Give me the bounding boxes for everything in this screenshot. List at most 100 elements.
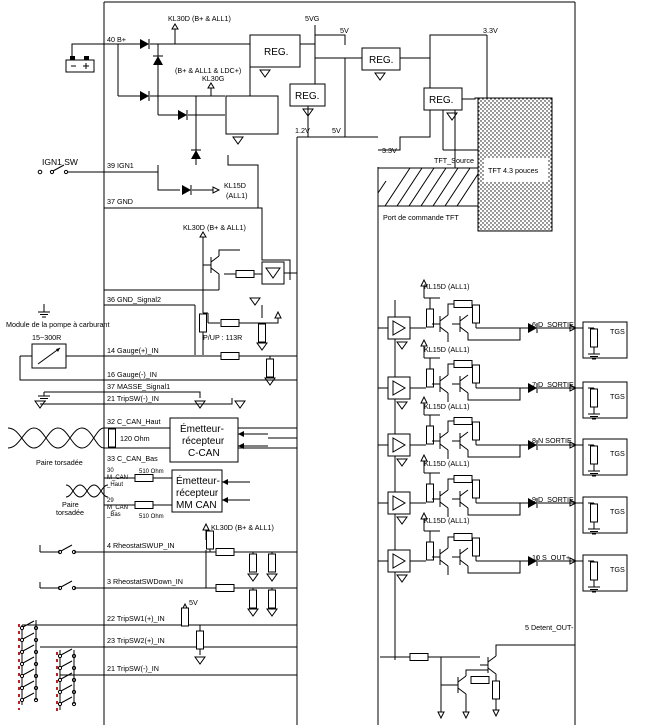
label-tft-source: TFT_Source xyxy=(434,156,474,165)
label-c-can-haut: 32 C_CAN_Haut xyxy=(107,417,161,426)
driver-5-load-resistor xyxy=(453,533,473,541)
mmcan-box-line-3: MM CAN xyxy=(176,500,217,511)
driver-3-pullup-resistor xyxy=(472,421,480,441)
label-out-6: 6 D_SORTIE xyxy=(532,320,574,329)
driver-4-connector-arrow xyxy=(569,499,578,507)
label-gnd-pin: 37 GND xyxy=(107,197,133,206)
label-5v-top: 5V xyxy=(340,26,349,35)
label-kl30d-mid: KL30D (B+ & ALL1) xyxy=(183,223,246,232)
label-kl15d-4: KL15D (ALL1) xyxy=(424,459,470,468)
label-tgs-4: TGS xyxy=(610,507,625,516)
driver-1-transistor-b xyxy=(451,314,469,334)
label-ldc: (B+ & ALL1 & LDC+) xyxy=(175,66,241,75)
driver-5-pullup-resistor xyxy=(472,537,480,557)
diagram-labels: 40 B+ KL30D (B+ & ALL1) 5VG 5V 3.3V REG.… xyxy=(6,14,625,673)
mmcan-box-line-2: récepteur xyxy=(176,488,219,499)
fuel-gauge-circuit xyxy=(19,304,297,409)
driver-4-amplifier xyxy=(387,491,411,515)
driver-3-transistor-b xyxy=(451,431,469,451)
driver-5-amplifier xyxy=(387,549,411,573)
driver-2-output-wire xyxy=(467,388,521,401)
label-gauge-plus: 14 Gauge(+)_IN xyxy=(107,346,159,355)
driver-1-load-resistor xyxy=(453,300,473,308)
driver-4-output-wire xyxy=(467,503,521,516)
label-1v2: 1.2V xyxy=(295,126,310,135)
label-3v3-top: 3.3V xyxy=(483,26,498,35)
regulators xyxy=(225,25,488,168)
label-kl15d-3: KL15D (ALL1) xyxy=(424,402,470,411)
driver-5-connector-arrow xyxy=(569,557,578,565)
driver-3-amplifier xyxy=(387,433,411,457)
label-3v3-mid: 3.3V xyxy=(382,146,397,155)
label-mm-bas-1: 29 xyxy=(107,498,114,504)
driver-1-output-wire xyxy=(467,328,521,341)
label-ign1: 39 IGN1 xyxy=(107,161,134,170)
ccan-box-line-2: récepteur xyxy=(182,436,225,447)
label-out-9: 9 D_SORTIE xyxy=(532,495,574,504)
driver-5-transistor-a xyxy=(431,547,449,567)
label-tgs-1: TGS xyxy=(610,327,625,336)
ccan-box-line-3: C-CAN xyxy=(188,448,220,459)
label-fuel-range: 15~300R xyxy=(32,333,61,342)
label-fuel-module: Module de la pompe à carburant xyxy=(6,320,110,329)
reg-3: REG. xyxy=(295,91,319,102)
label-ign1-sw: IGN1 SW xyxy=(42,157,78,167)
driver-2-load-resistor xyxy=(453,360,473,368)
label-tripsw1: 22 TripSW1(+)_IN xyxy=(107,614,165,623)
label-tft-display: TFT 4.3 pouces xyxy=(488,166,539,175)
driver-4-pullup-resistor xyxy=(472,479,480,499)
label-mm-bas-2: M_CAN xyxy=(107,505,128,511)
driver-3-connector-arrow xyxy=(569,441,578,449)
driver-5-output-wire xyxy=(467,561,521,574)
label-kl15d-top: KL15D xyxy=(224,181,246,190)
label-5vg: 5VG xyxy=(305,14,320,23)
label-tripsw-minus-1: 21 TripSW(-)_IN xyxy=(107,394,159,403)
ign1-circuit xyxy=(37,155,291,280)
label-out-7: 7 D_SORTIE xyxy=(532,380,574,389)
label-gnd-signal2: 36 GND_Signal2 xyxy=(107,295,161,304)
driver-1-transistor-a xyxy=(431,314,449,334)
label-5v-mid: 5V xyxy=(332,126,341,135)
label-5v-low: 5V xyxy=(189,598,198,607)
label-510-ohm-a: 510 Ohm xyxy=(139,469,164,475)
driver-5-amp-ground xyxy=(396,574,408,583)
driver-3-output-wire xyxy=(467,445,521,458)
trip-switch-ladder xyxy=(18,620,77,712)
label-tripsw-minus-2: 21 TripSW(-)_IN xyxy=(107,664,159,673)
label-tft-port: Port de commande TFT xyxy=(383,213,459,222)
tgs-3-resistor xyxy=(590,445,598,465)
mmcan-box-line-1: Émetteur- xyxy=(176,474,220,487)
driver-3-transistor-a xyxy=(431,431,449,451)
c-can-circuit xyxy=(7,417,297,463)
tgs-5-resistor xyxy=(590,561,598,581)
driver-2-kl15d-arrow xyxy=(420,338,428,347)
label-mm-haut-3: _Haut xyxy=(106,482,123,488)
label-detent: 5 Detent_OUT- xyxy=(525,623,574,632)
label-rheostat-up: 4 RheostatSWUP_IN xyxy=(107,541,175,550)
label-kl30d-top: KL30D (B+ & ALL1) xyxy=(168,14,231,23)
reg-2: REG. xyxy=(369,55,393,66)
label-kl30d-low: KL30D (B+ & ALL1) xyxy=(211,523,274,532)
ccan-box-line-1: Émetteur- xyxy=(180,422,224,435)
output-driver-stages xyxy=(378,278,628,593)
driver-3-load-resistor xyxy=(453,417,473,425)
driver-4-transistor-a xyxy=(431,489,449,509)
driver-2-amplifier xyxy=(387,376,411,400)
driver-1-pullup-resistor xyxy=(472,304,480,324)
kl30d-block xyxy=(104,231,297,355)
tgs-2-resistor xyxy=(590,388,598,408)
label-kl30g: KL30G xyxy=(202,74,225,83)
label-tripsw2: 23 TripSW2(+)_IN xyxy=(107,636,165,645)
reg-4: REG. xyxy=(429,95,453,106)
battery-input xyxy=(65,23,250,165)
driver-1-connector-arrow xyxy=(569,324,578,332)
label-b-plus: 40 B+ xyxy=(107,35,126,44)
driver-3-amp-ground xyxy=(396,458,408,467)
driver-1-amp-ground xyxy=(396,341,408,350)
label-out-10: 10 S_OUT+ xyxy=(532,553,570,562)
label-mm-haut-2: M_CAN xyxy=(107,475,128,481)
label-mm-haut-1: 30 xyxy=(107,468,114,474)
label-c-can-bas: 33 C_CAN_Bas xyxy=(107,454,158,463)
driver-4-transistor-b xyxy=(451,489,469,509)
